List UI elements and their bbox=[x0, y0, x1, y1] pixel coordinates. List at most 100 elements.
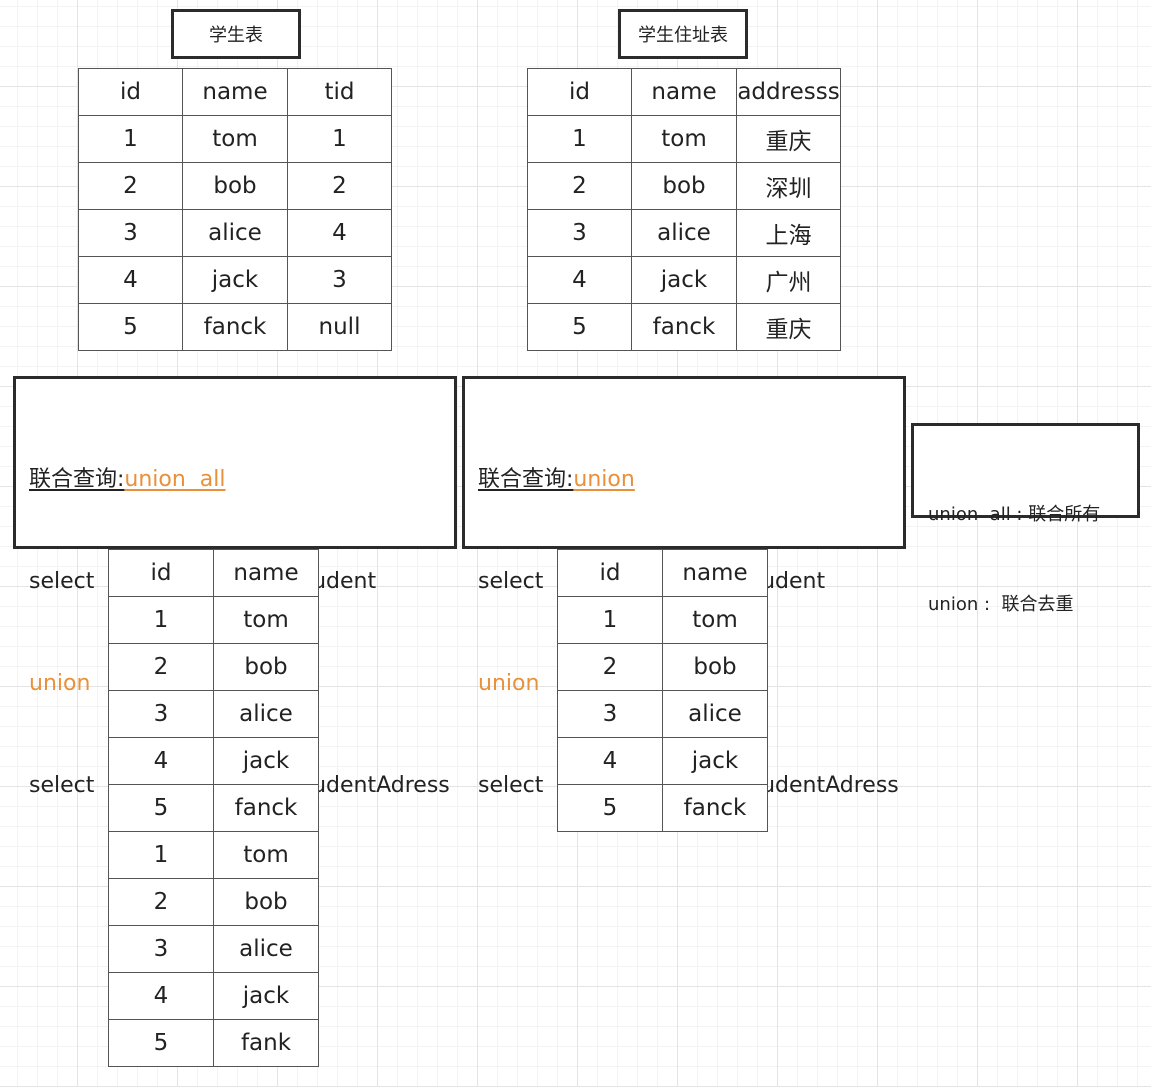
table-cell: jack bbox=[662, 737, 768, 785]
table-cell: jack bbox=[182, 256, 288, 304]
table-cell: 4 bbox=[108, 972, 214, 1020]
union-query-heading: 联合查询:union bbox=[478, 463, 903, 497]
table-cell: 2 bbox=[108, 878, 214, 926]
query-label: 联合查询: bbox=[478, 467, 574, 492]
table-cell: 4 bbox=[78, 256, 183, 304]
union-query-box: 联合查询:union select id，name from student u… bbox=[462, 376, 906, 798]
table-cell: jack bbox=[213, 737, 319, 785]
table-cell: 5 bbox=[108, 1019, 214, 1067]
table-cell: 3 bbox=[108, 690, 214, 738]
table-cell: 3 bbox=[527, 209, 632, 257]
table-cell: 5 bbox=[108, 784, 214, 832]
table-cell: tom bbox=[213, 831, 319, 879]
table-cell: 重庆 bbox=[736, 303, 841, 351]
query-label: 联合查询: bbox=[29, 467, 125, 492]
table-cell: jack bbox=[631, 256, 737, 304]
table-cell: 5 bbox=[557, 784, 663, 832]
table-header-cell: tid bbox=[287, 68, 392, 116]
table-cell: tom bbox=[662, 596, 768, 644]
table-header-cell: name bbox=[662, 549, 768, 597]
union-note-box: union all : 联合所有 union : 联合去重 bbox=[911, 423, 1140, 615]
table-cell: bob bbox=[182, 162, 288, 210]
table-cell: alice bbox=[662, 690, 768, 738]
table-cell: 4 bbox=[557, 737, 663, 785]
table-cell: 1 bbox=[108, 831, 214, 879]
table-cell: 上海 bbox=[736, 209, 841, 257]
table-cell: 1 bbox=[527, 115, 632, 163]
table-cell: 重庆 bbox=[736, 115, 841, 163]
table-cell: 3 bbox=[557, 690, 663, 738]
table-header-cell: name bbox=[182, 68, 288, 116]
table-header-cell: id bbox=[78, 68, 183, 116]
table-header-cell: name bbox=[631, 68, 737, 116]
table-cell: 4 bbox=[108, 737, 214, 785]
note-union-all: union all : 联合所有 bbox=[928, 504, 1101, 525]
address-table-title: 学生住址表 bbox=[618, 9, 748, 59]
table-cell: 4 bbox=[527, 256, 632, 304]
query-line-union: union bbox=[478, 671, 540, 696]
table-cell: 5 bbox=[78, 303, 183, 351]
table-cell: 1 bbox=[78, 115, 183, 163]
table-cell: 2 bbox=[287, 162, 392, 210]
note-union: union : 联合去重 bbox=[928, 594, 1074, 615]
table-cell: 1 bbox=[108, 596, 214, 644]
table-header-cell: id bbox=[108, 549, 214, 597]
table-cell: 3 bbox=[108, 925, 214, 973]
table-header-cell: name bbox=[213, 549, 319, 597]
table-cell: null bbox=[287, 303, 392, 351]
table-cell: 3 bbox=[78, 209, 183, 257]
table-cell: 1 bbox=[557, 596, 663, 644]
table-header-cell: id bbox=[527, 68, 632, 116]
table-cell: jack bbox=[213, 972, 319, 1020]
union-all-query-heading: 联合查询:union all bbox=[29, 463, 454, 497]
table-cell: fanck bbox=[631, 303, 737, 351]
table-cell: fank bbox=[213, 1019, 319, 1067]
table-cell: 深圳 bbox=[736, 162, 841, 210]
union-all-query-box: 联合查询:union all select id，name from stude… bbox=[13, 376, 457, 798]
table-cell: bob bbox=[213, 643, 319, 691]
table-cell: alice bbox=[213, 690, 319, 738]
table-cell: alice bbox=[182, 209, 288, 257]
query-keyword: union bbox=[573, 467, 635, 492]
table-cell: bob bbox=[631, 162, 737, 210]
table-cell: 2 bbox=[108, 643, 214, 691]
query-keyword: union all bbox=[124, 467, 226, 492]
table-cell: fanck bbox=[182, 303, 288, 351]
table-cell: fanck bbox=[662, 784, 768, 832]
table-cell: tom bbox=[213, 596, 319, 644]
table-cell: tom bbox=[182, 115, 288, 163]
table-cell: 3 bbox=[287, 256, 392, 304]
table-cell: 2 bbox=[78, 162, 183, 210]
table-cell: 1 bbox=[287, 115, 392, 163]
table-header-cell: id bbox=[557, 549, 663, 597]
